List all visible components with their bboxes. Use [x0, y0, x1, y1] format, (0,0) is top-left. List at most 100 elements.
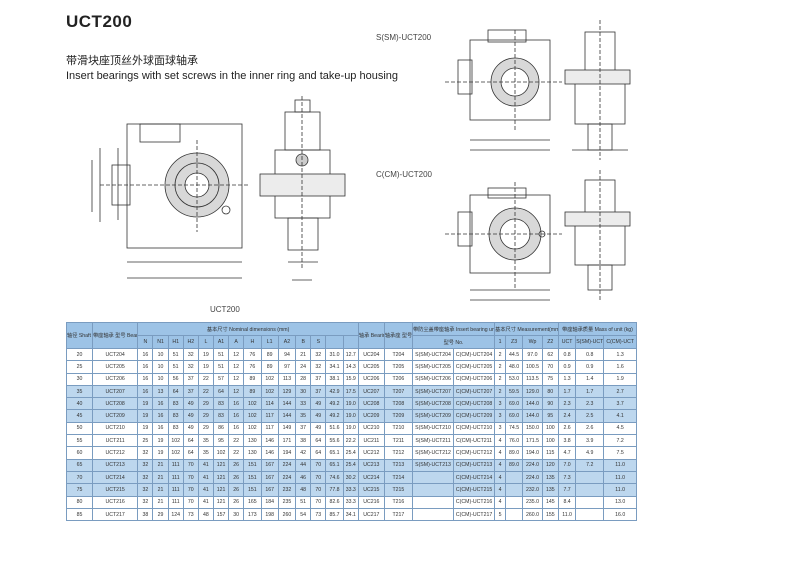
cell-dimension: 121 [212, 458, 230, 472]
cell-bearing-no: UC212 [357, 446, 385, 460]
cell-cm-unit: C(CM)-UCT212 [453, 446, 496, 460]
cell-dimension: 32 [182, 360, 199, 374]
cell-dimension: 184 [260, 495, 279, 509]
cell-dimension: 14.3 [342, 360, 359, 374]
cell-dimension: 12 [228, 360, 245, 374]
cell-dimension: 19 [197, 360, 214, 374]
cell-dimension: 29 [197, 421, 214, 436]
cell-dimension: 102 [167, 434, 184, 448]
cell-shaft-dia: 25 [66, 360, 93, 374]
cell-dimension: 35 [295, 409, 312, 423]
cell-dimension: 32 [137, 458, 154, 472]
cell-mass: 2.7 [603, 384, 637, 399]
cell-dimension: 49 [310, 409, 327, 423]
cell-dimension: 70 [310, 470, 327, 485]
cell-dimension: 70 [182, 483, 199, 497]
header-meas-z3: Z3 [504, 335, 524, 349]
cell-measurement: 2 [494, 384, 506, 399]
header-col-extra-2 [342, 335, 359, 349]
cell-dimension: 111 [167, 483, 184, 497]
cell-shaft-dia: 45 [66, 409, 93, 423]
cell-dimension: 12.7 [342, 347, 359, 362]
cell-dimension: 48 [295, 483, 312, 497]
cell-cm-unit: C(CM)-UCT207 [453, 384, 496, 399]
header-housing-no: 轴承座 型号 Housing No. [383, 322, 413, 349]
cell-measurement: 194.0 [522, 446, 543, 460]
cell-dimension: 16 [137, 384, 154, 399]
cell-sm-unit: S(SM)-UCT208 [411, 397, 455, 411]
cell-dimension: 54 [295, 507, 312, 522]
cell-mass: 11.0 [603, 483, 637, 497]
cell-sm-unit: S(SM)-UCT213 [411, 458, 455, 472]
cell-measurement: 69.0 [504, 397, 524, 411]
cell-cm-unit: C(CM)-UCT215 [453, 483, 496, 497]
header-mass-uct: UCT [557, 335, 577, 349]
cell-dimension: 29 [197, 409, 214, 423]
cell-dimension: 51.6 [325, 421, 344, 436]
main-front-view-drawing [91, 123, 250, 279]
cell-dimension: 19 [197, 347, 214, 362]
cell-dimension: 171 [277, 434, 297, 448]
cell-mass: 3.8 [557, 434, 577, 448]
cell-mass: 7.3 [557, 470, 577, 485]
cell-dimension: 32 [310, 360, 327, 374]
header-col-l: L [197, 335, 214, 349]
cell-dimension: 22 [228, 434, 245, 448]
cell-dimension: 117 [260, 409, 279, 423]
cell-dimension: 21 [152, 483, 169, 497]
cell-measurement: 74.5 [504, 421, 524, 436]
cell-dimension: 32 [137, 446, 154, 460]
cell-mass [575, 495, 605, 509]
cell-dimension: 146 [260, 434, 279, 448]
dimensions-table: 轴径 Shaft dia (mm) 带座轴承 型号 Bearing unit N… [66, 322, 637, 522]
cell-dimension: 15.9 [342, 372, 359, 386]
cell-measurement [504, 470, 524, 485]
cell-dimension: 151 [243, 470, 262, 485]
cell-bearing-no: UC215 [357, 483, 385, 497]
cell-dimension: 146 [260, 446, 279, 460]
dimensions-table-container: 轴径 Shaft dia (mm) 带座轴承 型号 Bearing unit N… [66, 322, 637, 584]
cell-dimension: 76 [243, 360, 262, 374]
header-mass-cm: C(CM)-UCT [603, 335, 637, 349]
cell-dimension: 25.4 [342, 458, 359, 472]
cell-dimension: 29 [197, 397, 214, 411]
cell-mass: 4.1 [603, 409, 637, 423]
cell-measurement: 80 [541, 384, 559, 399]
header-col-a2: A2 [277, 335, 297, 349]
cell-housing-no: T212 [383, 446, 413, 460]
header-col-h1: H1 [167, 335, 184, 349]
cell-bearing-no: UC205 [357, 360, 385, 374]
cell-mass: 7.5 [603, 446, 637, 460]
cell-dimension: 16 [137, 360, 154, 374]
cell-dimension: 49.2 [325, 397, 344, 411]
cell-measurement: 4 [494, 446, 506, 460]
cell-dimension: 21 [152, 458, 169, 472]
cell-dimension: 260 [277, 507, 297, 522]
cell-dimension: 16 [152, 409, 169, 423]
header-measurement: 基本尺寸 Measurement(mm) [494, 322, 559, 336]
cell-dimension: 16 [228, 421, 245, 436]
cell-dimension: 41 [197, 483, 214, 497]
cell-mass: 8.4 [557, 495, 577, 509]
cell-dimension: 121 [212, 483, 230, 497]
cell-dimension: 94 [277, 347, 297, 362]
cell-dimension: 55.6 [325, 434, 344, 448]
cell-dimension: 38 [137, 507, 154, 522]
header-mass: 带座轴承质量 Mass of unit (kg) [557, 322, 637, 336]
cell-measurement: 97.0 [522, 347, 543, 362]
cell-dimension: 19 [137, 397, 154, 411]
cell-dimension: 25.4 [342, 446, 359, 460]
header-bearing-no: 轴承 Bearing No. [357, 322, 385, 349]
cell-mass: 1.9 [603, 372, 637, 386]
cell-dimension: 82.6 [325, 495, 344, 509]
cell-measurement: 113.5 [522, 372, 543, 386]
cell-housing-no: T208 [383, 397, 413, 411]
cell-measurement: 100 [541, 421, 559, 436]
cell-dimension: 51 [167, 360, 184, 374]
cell-cm-unit: C(CM)-UCT217 [453, 507, 496, 522]
